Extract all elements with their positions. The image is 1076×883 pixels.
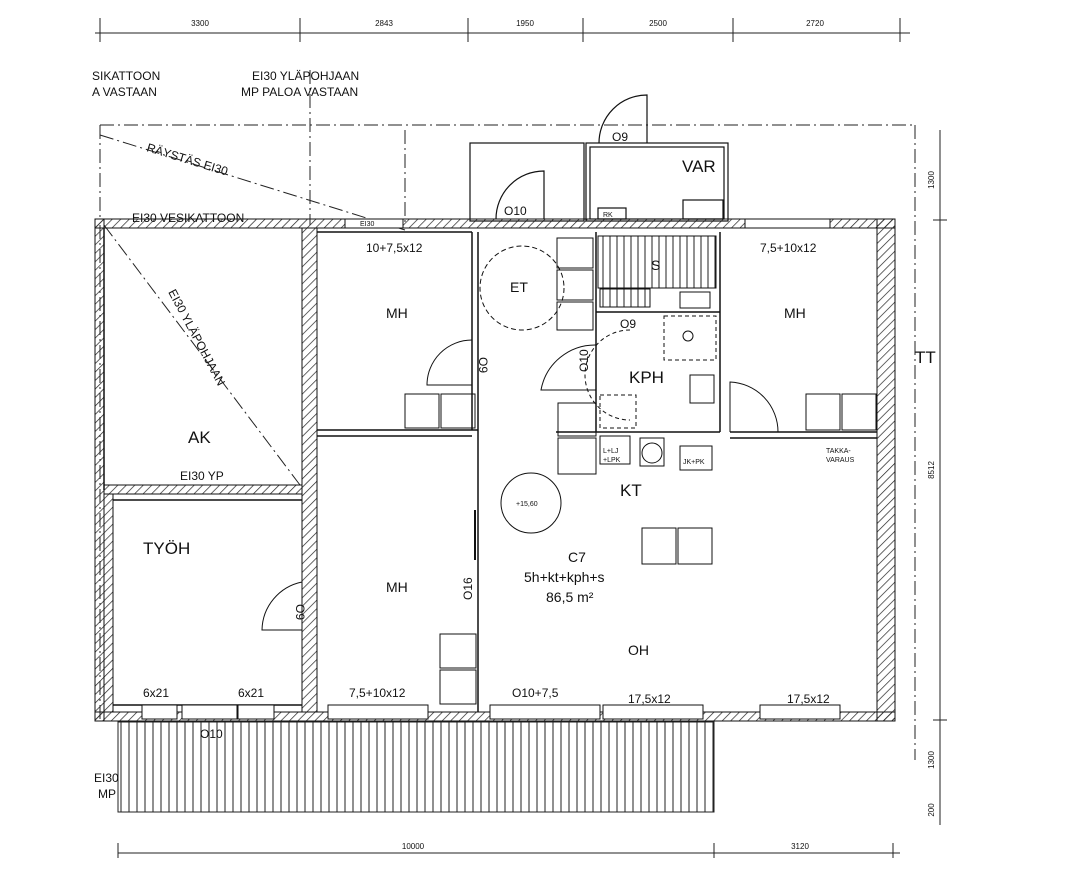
lpk-label: +LPK [603, 457, 621, 464]
roof-ei30-label: EI30 VESIKATTOON [132, 211, 244, 225]
wardrobes-entry [556, 237, 594, 331]
door-mh1-swing [426, 339, 473, 386]
window-6: O10+7,5 [512, 686, 559, 700]
dim-right-1: 1300 [927, 171, 936, 189]
room-et: ET [510, 279, 528, 295]
dimension-lines [95, 18, 947, 858]
room-kph: KPH [629, 368, 664, 387]
dim-right-4: 200 [927, 803, 936, 817]
entrance-var [469, 94, 729, 222]
room-mh-center: MH [386, 579, 408, 595]
room-oh: OH [628, 642, 649, 658]
sauna-stove [679, 291, 711, 309]
dim-right-2: 8512 [927, 461, 936, 479]
fire-ceiling-top-2: MP PALOA VASTAAN [241, 85, 358, 99]
door-entry: O10 [504, 204, 527, 218]
ei30-small-label: EI30 [360, 221, 375, 228]
bottom-left-2: MP [98, 787, 116, 801]
window-1: 10+7,5x12 [366, 241, 423, 255]
door-kph-left: O10 [577, 349, 591, 372]
door-var: O9 [612, 130, 628, 144]
wardrobes-mh-right [805, 393, 877, 431]
jkpk-label: JK+PK [683, 459, 705, 466]
dim-top-4: 2500 [649, 19, 667, 28]
dim-right-3: 1300 [927, 751, 936, 769]
stair [597, 235, 717, 289]
rk-label: RK [603, 212, 613, 219]
lj-label: L+LJ [603, 448, 618, 455]
door-mh-right-swing [729, 381, 779, 433]
door-terrace: O10 [200, 727, 223, 741]
window-5: 7,5+10x12 [349, 686, 406, 700]
bottom-windows [141, 704, 841, 720]
apartment-type: 5h+kt+kph+s [524, 569, 605, 585]
terrace [117, 721, 715, 813]
wardrobes-mh1 [404, 393, 476, 429]
tt-label: TT [915, 348, 936, 367]
room-mh-top-left: MH [386, 305, 408, 321]
dim-top-1: 3300 [191, 19, 209, 28]
dining-table [641, 527, 713, 565]
door-oh: O16 [461, 577, 475, 600]
wardrobes-mh-center [439, 633, 477, 705]
room-tyoh: TYÖH [143, 539, 190, 558]
ak-yp-label: EI30 YP [180, 469, 224, 483]
dim-bottom-1: 10000 [402, 842, 425, 851]
fire-roof-left-1: SIKATTOON [92, 69, 160, 83]
bottom-left-1: EI30 [94, 771, 119, 785]
door-kph-top: O9 [620, 317, 636, 331]
top-windows [344, 218, 831, 229]
room-mh-top-right: MH [784, 305, 806, 321]
room-ak: AK [188, 428, 211, 447]
level-label: +15,60 [516, 501, 538, 508]
fire-roof-left-2: A VASTAAN [92, 85, 157, 99]
door-kph-left-swing [540, 344, 597, 391]
dim-top-5: 2720 [806, 19, 824, 28]
fire-ceiling-top-1: EI30 YLÄPOHJAAN [252, 69, 359, 83]
window-2: 7,5+10x12 [760, 241, 817, 255]
room-var: VAR [682, 157, 716, 176]
kitchen-cabinets [557, 402, 597, 475]
et-circle [479, 245, 565, 331]
level-circle [500, 472, 562, 534]
window-7: 17,5x12 [628, 692, 671, 706]
window-3: 6x21 [143, 686, 169, 700]
takka-label-1: TAKKA- [826, 448, 851, 455]
stair-landing [599, 288, 651, 308]
room-kt: KT [620, 481, 642, 500]
dim-top-2: 2843 [375, 19, 393, 28]
dim-bottom-2: 3120 [791, 842, 809, 851]
door-mh1: O9 [476, 357, 490, 373]
takka-label-2: VARAUS [826, 457, 855, 464]
dim-top-3: 1950 [516, 19, 534, 28]
apartment-area: 86,5 m² [546, 589, 594, 605]
window-8: 17,5x12 [787, 692, 830, 706]
door-tyoh: O9 [293, 604, 307, 620]
room-s: S [651, 257, 660, 273]
apartment-name: C7 [568, 549, 586, 565]
kph-fixtures [584, 315, 717, 471]
window-4: 6x21 [238, 686, 264, 700]
ceiling-diag-label: EI30 YLÄPOHJAAN [165, 287, 228, 388]
door-tyoh-swing [261, 581, 303, 631]
eaves-label: RÄYSTÄS EI30 [145, 140, 230, 178]
